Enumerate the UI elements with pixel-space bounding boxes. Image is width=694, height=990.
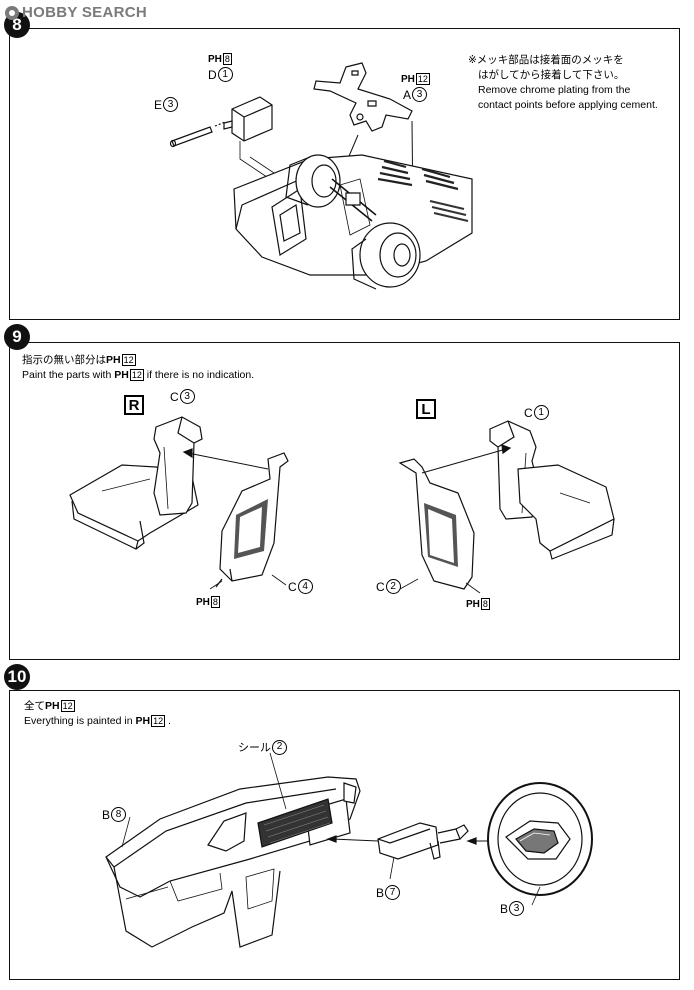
note-line-4: contact points before applying cement. (478, 99, 658, 111)
watermark: HOBBY SEARCH (4, 4, 147, 21)
left-seat-cover-c2 (400, 459, 474, 589)
step-8-panel: ※メッキ部品は接着面のメッキを はがしてから接着して下さい。 Remove ch… (9, 28, 680, 320)
sticker-2-panel (258, 753, 332, 847)
right-seat-cover-c4 (216, 453, 288, 587)
rear-wheel-left (286, 155, 340, 207)
right-side-tag: R (124, 395, 144, 415)
note-line-2: はがしてから接着して下さい。 (478, 69, 625, 81)
left-seat-base (518, 465, 614, 559)
shaft-part-e3 (171, 122, 226, 147)
steering-wheel-b3 (488, 783, 592, 905)
note-line-3: Remove chrome plating from the (478, 84, 631, 96)
block-part-d1 (224, 97, 272, 179)
arrow-icon (184, 449, 286, 589)
hobby-search-logo-icon (5, 5, 19, 20)
step-9-number: 9 (4, 324, 30, 350)
arrow-icon (122, 817, 488, 847)
watermark-text: HOBBY SEARCH (22, 4, 148, 21)
bracket-part-a3 (314, 63, 412, 131)
right-seat-back-c3 (154, 417, 202, 515)
left-side-tag: L (416, 399, 436, 419)
chrome-plating-note: ※メッキ部品は接着面のメッキを はがしてから接着して下さい。 Remove ch… (468, 53, 658, 113)
dashboard-drawing (10, 691, 681, 981)
note-line-1: ※メッキ部品は接着面のメッキを (468, 54, 624, 66)
rear-wheel-right (352, 223, 420, 289)
dashboard-part-b8 (106, 777, 360, 947)
chassis-drawing (10, 29, 681, 321)
rear-axle (330, 179, 376, 221)
step-10-number: 10 (4, 664, 30, 690)
seats-drawing (10, 343, 681, 661)
steering-column-b7 (378, 823, 468, 879)
arrow-icon (400, 445, 510, 593)
